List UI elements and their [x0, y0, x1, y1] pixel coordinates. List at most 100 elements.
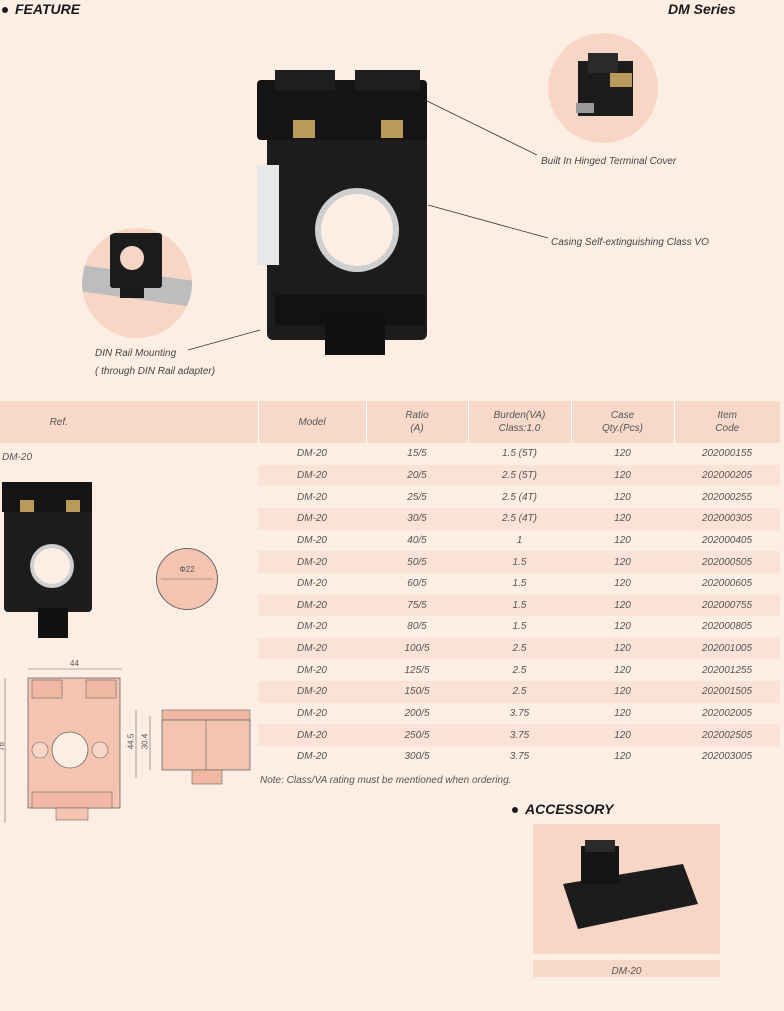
cell-model: DM-20 — [258, 464, 366, 487]
hole-diameter-circle: Φ22 — [156, 548, 218, 610]
cell-model: DM-20 — [296, 491, 327, 503]
cell-ratio: 40/5 — [407, 534, 427, 546]
accessory-heading: ACCESSORY — [512, 801, 613, 817]
cell-qty: 120 — [571, 637, 674, 660]
accessory-title: ACCESSORY — [525, 801, 614, 817]
cell-ratio: 60/5 — [407, 578, 427, 590]
ref-label: DM-20 — [2, 452, 33, 463]
side-dimension-drawing — [135, 709, 251, 785]
cell-qty: 120 — [571, 507, 674, 530]
cell-qty: 120 — [614, 621, 631, 633]
cell-qty: 120 — [614, 751, 631, 763]
table-note: Note: Class/VA rating must be mentioned … — [260, 775, 512, 786]
col-burden: Burden(VA)Class:1.0 — [467, 401, 571, 443]
spec-table: Ref. Model Ratio(A) Burden(VA)Class:1.0 … — [0, 401, 780, 768]
cell-model: DM-20 — [258, 637, 366, 660]
cell-code: 202001505 — [674, 681, 780, 703]
cell-code: 202000505 — [674, 551, 780, 573]
cell-ratio: 20/5 — [366, 464, 468, 487]
cell-burden: 1.5 — [512, 578, 527, 590]
cell-ratio: 30/5 — [366, 507, 468, 530]
cell-burden: 2.5 (5T) — [468, 464, 571, 487]
cell-code: 202000205 — [674, 464, 780, 487]
cell-burden: 3.75 — [468, 724, 571, 746]
cell-qty: 120 — [614, 664, 631, 676]
callout-casing: Casing Self-extinguishing Class VO — [551, 237, 709, 248]
cell-qty: 120 — [571, 551, 674, 573]
dm20-product-photo — [2, 482, 92, 638]
cell-ratio: 200/5 — [404, 708, 430, 719]
callout-din-line2: ( through DIN Rail adapter) — [95, 366, 216, 377]
cell-qty: 120 — [614, 578, 631, 590]
cell-model: DM-20 — [296, 664, 327, 676]
cell-qty: 120 — [571, 594, 674, 617]
cell-qty: 120 — [614, 534, 631, 546]
cell-code: 202000305 — [674, 507, 780, 530]
cell-qty: 120 — [614, 448, 631, 460]
col-model: Model — [257, 401, 366, 443]
cell-model: DM-20 — [258, 724, 366, 746]
cell-model: DM-20 — [258, 594, 366, 617]
table-header-row: Ref. Model Ratio(A) Burden(VA)Class:1.0 … — [0, 401, 780, 443]
side-height-label: 44.5 — [126, 733, 136, 750]
cell-code: 202000805 — [701, 621, 753, 633]
cell-ratio: 250/5 — [366, 724, 468, 746]
cell-ref — [0, 443, 258, 465]
cell-model: DM-20 — [296, 534, 327, 546]
cell-code: 202001005 — [674, 637, 780, 660]
main-product-image — [257, 70, 427, 355]
cell-model: DM-20 — [258, 551, 366, 573]
cell-burden: 2.5 — [468, 637, 571, 660]
cell-qty: 120 — [571, 724, 674, 746]
feature-title: FEATURE — [15, 1, 81, 17]
cell-model: DM-20 — [296, 578, 327, 590]
cell-model: DM-20 — [296, 448, 327, 460]
cell-code: 202002505 — [674, 724, 780, 746]
bullet-icon — [2, 7, 8, 14]
front-dimension-drawing — [4, 668, 122, 823]
cell-ratio: 100/5 — [366, 637, 468, 660]
cell-burden: 1.5 (5T) — [501, 448, 537, 460]
cell-qty: 120 — [614, 491, 631, 503]
hole-diameter-label: Φ22 — [179, 565, 195, 574]
cell-burden: 2.5 (4T) — [501, 491, 537, 503]
cell-code: 202002005 — [701, 708, 753, 719]
width-dimension-label: 44 — [70, 659, 79, 668]
cell-code: 202000755 — [674, 594, 780, 617]
hinged-cover-detail — [548, 33, 658, 143]
cell-ratio: 125/5 — [404, 664, 430, 676]
cell-model: DM-20 — [296, 708, 327, 719]
cell-burden: 1 — [516, 534, 523, 546]
col-ratio: Ratio(A) — [365, 401, 468, 443]
cell-code: 202000255 — [701, 491, 753, 503]
cell-code: 202000605 — [701, 578, 753, 590]
height-dimension-label: 76 — [0, 742, 6, 751]
cell-code: 202000155 — [701, 448, 753, 460]
din-rail-detail — [82, 228, 192, 338]
accessory-caption: DM-20 — [611, 966, 642, 977]
cell-model: DM-20 — [296, 751, 327, 763]
side-inner-height-label: 30.4 — [140, 733, 150, 750]
callout-din-line1: DIN Rail Mounting — [95, 348, 177, 359]
cell-qty: 120 — [614, 708, 631, 719]
bullet-icon — [512, 807, 518, 814]
cell-burden: 1.5 — [468, 551, 571, 573]
accessory-caption-bar: DM-20 — [533, 960, 720, 977]
series-title: DM Series — [668, 1, 736, 17]
cell-code: 202003005 — [701, 751, 753, 763]
cell-ratio: 75/5 — [366, 594, 468, 617]
